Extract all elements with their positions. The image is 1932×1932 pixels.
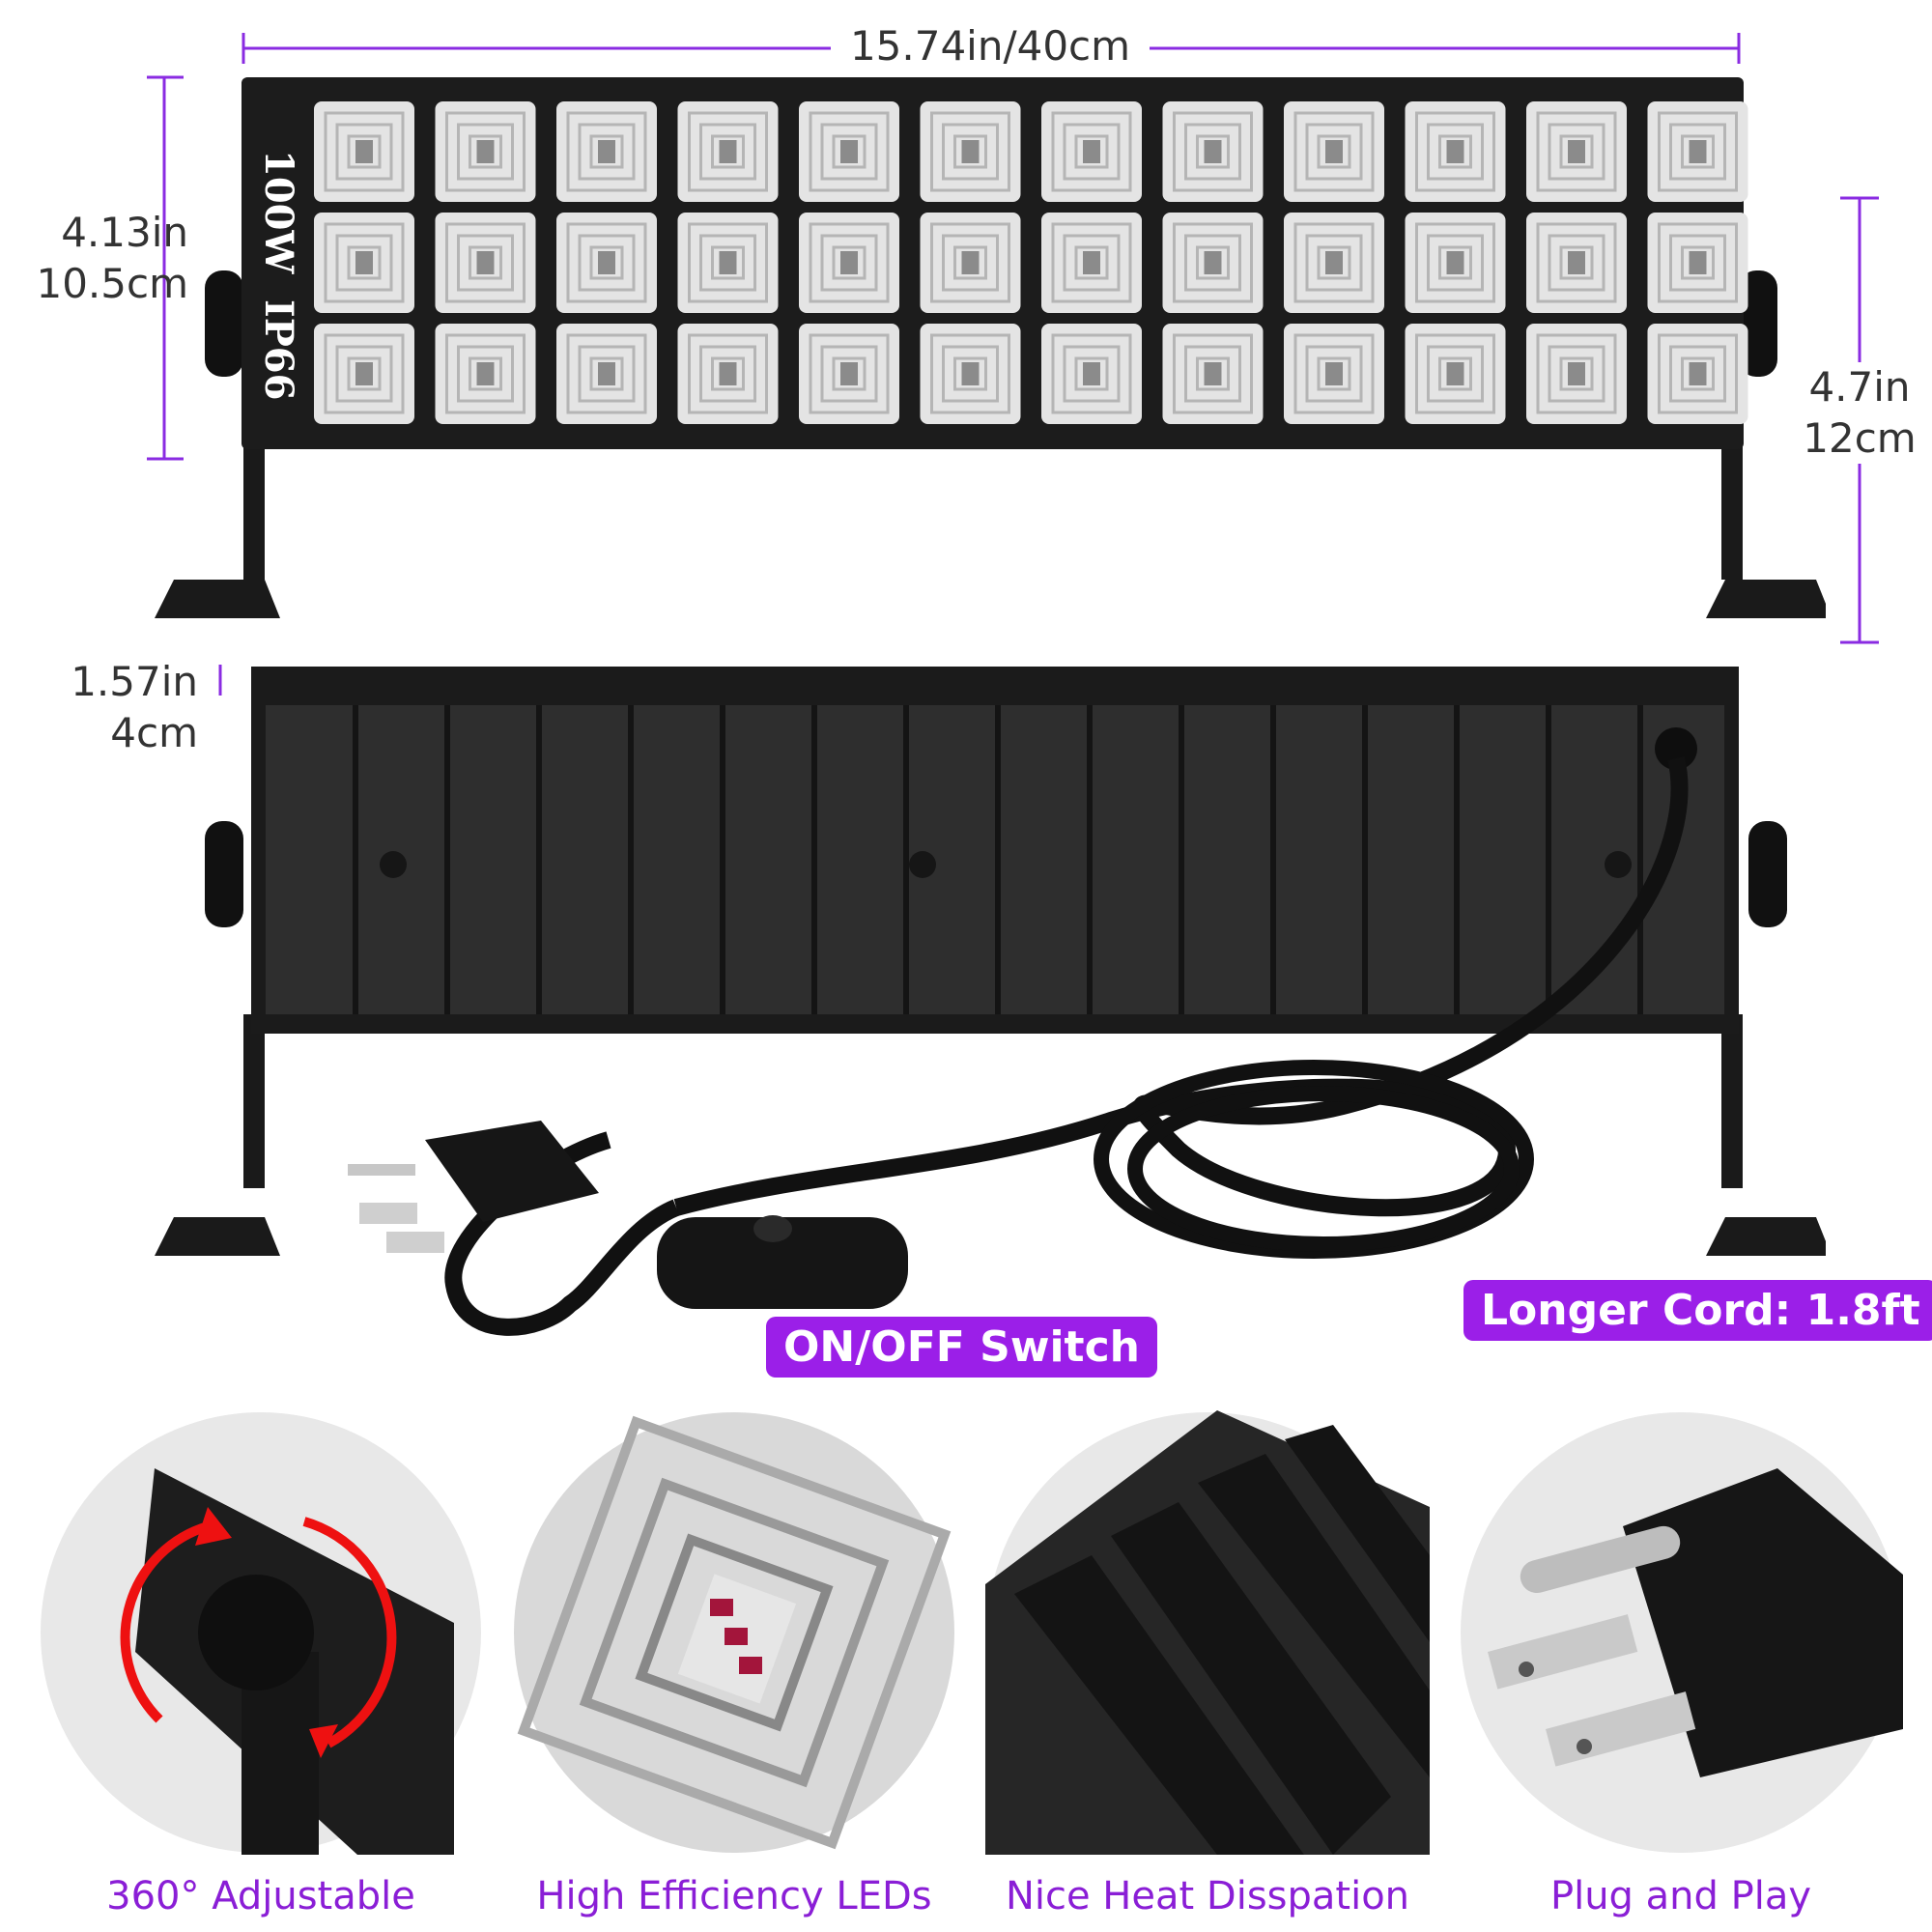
fin	[353, 705, 358, 1014]
led-module	[556, 213, 657, 313]
fin	[903, 705, 909, 1014]
depth-cm: 4cm	[110, 708, 198, 756]
fin	[1637, 705, 1643, 1014]
fixture-front-view	[155, 77, 1826, 618]
front-height-cm: 10.5cm	[36, 259, 188, 307]
feature-heat: Nice Heat Disspation	[985, 1410, 1430, 1932]
led-module	[435, 324, 536, 424]
led-module	[1405, 213, 1506, 313]
led-module	[1284, 324, 1384, 424]
front-height-label: 4.13in 10.5cm	[19, 208, 188, 309]
depth-in: 1.57in	[71, 658, 198, 705]
switch-callout: ON/OFF Switch	[766, 1317, 1157, 1378]
front-height-in: 4.13in	[61, 209, 188, 256]
fin	[1454, 705, 1460, 1014]
led-module	[1041, 101, 1142, 202]
led-module	[314, 101, 414, 202]
led-module	[920, 213, 1021, 313]
fin	[1270, 705, 1276, 1014]
led-module	[920, 101, 1021, 202]
led-module	[1526, 324, 1627, 424]
led-module	[314, 324, 414, 424]
led-module	[1162, 324, 1264, 424]
led-module	[1405, 324, 1506, 424]
led-module	[1526, 213, 1627, 313]
led-module	[1162, 101, 1264, 202]
total-height-in: 4.7in	[1808, 363, 1911, 411]
led-module	[1041, 213, 1142, 313]
fin	[1179, 705, 1184, 1014]
feature-adjustable: 360° Adjustable	[39, 1410, 483, 1932]
feature-adjustable-label: 360° Adjustable	[106, 1874, 415, 1918]
led-module	[1647, 324, 1748, 424]
feature-plug-label: Plug and Play	[1549, 1874, 1812, 1918]
led-module	[799, 101, 899, 202]
fin	[811, 705, 817, 1014]
led-module	[1041, 324, 1142, 424]
knob-rotate-icon	[41, 1412, 481, 1855]
feature-leds-label: High Efficiency LEDs	[536, 1874, 932, 1918]
power-cord	[348, 755, 1689, 1336]
fin	[628, 705, 634, 1014]
led-module	[1526, 101, 1627, 202]
led-module	[556, 101, 657, 202]
led-closeup-icon	[514, 1412, 954, 1853]
led-grid	[314, 101, 1748, 424]
led-module	[799, 213, 899, 313]
fin	[444, 705, 450, 1014]
led-module	[799, 324, 899, 424]
led-module	[435, 213, 536, 313]
total-height-label: 4.7in 12cm	[1787, 362, 1932, 464]
led-module	[435, 101, 536, 202]
led-module	[677, 101, 779, 202]
fin	[995, 705, 1001, 1014]
led-module	[1647, 101, 1748, 202]
feature-heat-label: Nice Heat Disspation	[1005, 1874, 1410, 1918]
total-height-cm: 12cm	[1803, 413, 1917, 462]
led-module	[677, 324, 779, 424]
power-rating-label: 100W	[256, 150, 301, 274]
led-module	[556, 324, 657, 424]
heatsink-fins-icon	[985, 1410, 1430, 1855]
led-module	[1162, 213, 1264, 313]
led-module	[920, 324, 1021, 424]
ip-rating-label: IP66	[256, 299, 301, 401]
led-module	[677, 213, 779, 313]
fin	[536, 705, 542, 1014]
fin	[1546, 705, 1551, 1014]
led-module	[1647, 213, 1748, 313]
fin	[720, 705, 725, 1014]
fin	[1087, 705, 1093, 1014]
fixture-back-view	[155, 667, 1826, 1256]
plug-icon	[1461, 1412, 1903, 1853]
cord-length-callout: Longer Cord: 1.8ft	[1463, 1280, 1932, 1341]
heatsink-fins	[353, 705, 1643, 1014]
feature-row: 360° Adjustable High Efficiency LEDs Nic…	[0, 1410, 1932, 1932]
depth-label: 1.57in 4cm	[39, 657, 198, 758]
width-dimension-label: 15.74in/40cm	[831, 21, 1150, 72]
inline-switch[interactable]	[657, 1217, 908, 1309]
led-module	[1284, 213, 1384, 313]
led-module	[1405, 101, 1506, 202]
led-module	[1284, 101, 1384, 202]
fin	[1362, 705, 1368, 1014]
feature-leds: High Efficiency LEDs	[512, 1410, 956, 1932]
led-module	[314, 213, 414, 313]
feature-plug: Plug and Play	[1459, 1410, 1903, 1932]
